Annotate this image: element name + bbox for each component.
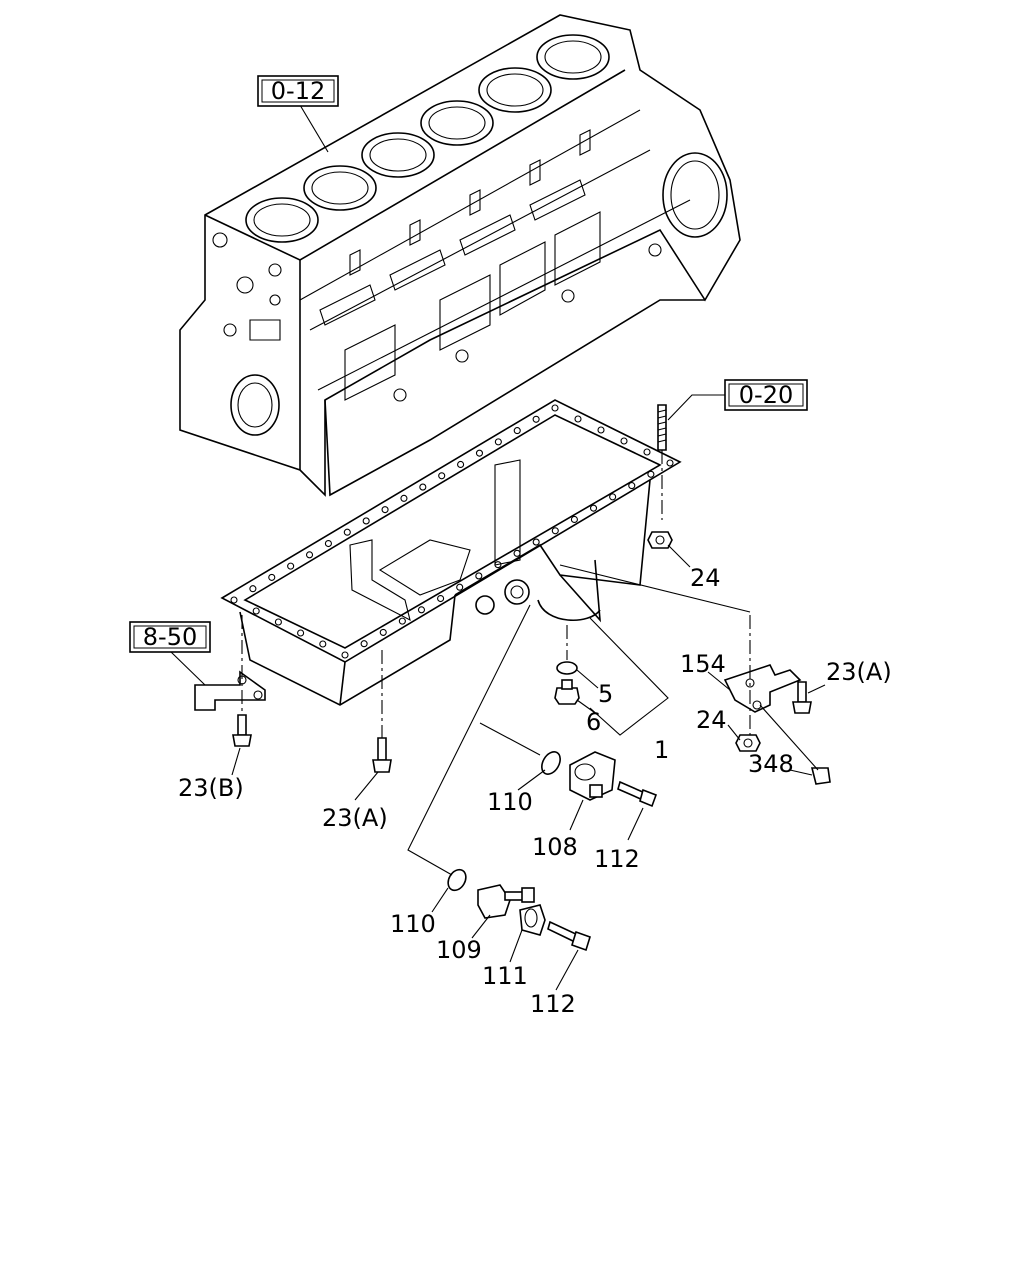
flange-bolt-hole bbox=[628, 482, 636, 490]
callout-24-lower: 24 bbox=[696, 706, 727, 734]
callout-1: 1 bbox=[654, 736, 669, 764]
flange-bolt-hole bbox=[252, 607, 260, 615]
clip-leader bbox=[759, 704, 819, 771]
flange-bolt-hole bbox=[362, 517, 370, 525]
nut-24-lower bbox=[735, 734, 761, 752]
callouts: 24 154 23(A) 24 348 5 6 1 23(B) 23(A) 11… bbox=[178, 564, 892, 1018]
ref-box-block[interactable]: 0-12 bbox=[257, 75, 339, 107]
flange-bolt-hole bbox=[341, 651, 349, 659]
flange-bolt-hole bbox=[360, 640, 368, 648]
stud bbox=[657, 404, 667, 451]
flange-bolt-hole bbox=[305, 551, 314, 559]
flange-bolt-hole bbox=[597, 426, 605, 434]
flange-bolt-hole bbox=[513, 427, 521, 435]
leader-lines bbox=[169, 104, 826, 991]
flange-bolt-hole bbox=[249, 585, 257, 593]
flange-bolt-hole bbox=[230, 596, 238, 604]
ref-box-bracket[interactable]: 8-50 bbox=[129, 621, 211, 653]
callout-111: 111 bbox=[482, 962, 528, 990]
o-ring-110-upper bbox=[541, 751, 561, 775]
flange-bolt-hole bbox=[609, 493, 617, 501]
flange-bolt-hole bbox=[475, 449, 484, 457]
flange-bolt-hole bbox=[419, 483, 427, 491]
flange-bolt-hole bbox=[398, 617, 406, 625]
callout-6: 6 bbox=[586, 708, 601, 736]
flange-bolt-hole bbox=[551, 404, 559, 412]
callout-24-upper: 24 bbox=[690, 564, 721, 592]
flange-bolt-hole bbox=[274, 618, 282, 626]
callout-112-lower: 112 bbox=[530, 990, 576, 1018]
callout-108: 108 bbox=[532, 833, 578, 861]
bolt-23a-left bbox=[372, 737, 392, 773]
flange-bolt-hole bbox=[457, 460, 465, 469]
ref-box-stud[interactable]: 0-20 bbox=[724, 379, 808, 411]
bolt-23b bbox=[232, 714, 252, 747]
flange-bolt-hole bbox=[268, 573, 276, 581]
flange-bolt-hole bbox=[319, 640, 327, 648]
callout-110-upper: 110 bbox=[487, 788, 533, 816]
flange-bolt-hole bbox=[513, 549, 521, 557]
callout-23b: 23(B) bbox=[178, 774, 244, 802]
flange-bolt-hole bbox=[437, 594, 445, 603]
flange-bolt-hole bbox=[574, 415, 582, 423]
flange-bolt-hole bbox=[324, 539, 332, 548]
clip-348 bbox=[810, 767, 831, 785]
sensor-109 bbox=[477, 884, 535, 919]
flange-bolt-hole bbox=[532, 415, 540, 423]
flange-bolt-hole bbox=[532, 538, 540, 546]
flange-bolt-hole bbox=[647, 470, 655, 478]
flange-bolt-hole bbox=[438, 472, 446, 480]
flange-bolt-hole bbox=[494, 438, 502, 446]
ref-stud-label: 0-20 bbox=[739, 381, 793, 409]
ref-block-label: 0-12 bbox=[271, 77, 325, 105]
callout-348: 348 bbox=[748, 750, 794, 778]
flange-bolt-hole bbox=[494, 561, 502, 569]
callout-110-lower: 110 bbox=[390, 910, 436, 938]
bracket-8-50 bbox=[194, 670, 266, 711]
bolt-23a-right bbox=[792, 681, 812, 714]
oil-cooler-adapter-108 bbox=[569, 751, 616, 801]
callout-23a-right: 23(A) bbox=[826, 658, 892, 686]
flange-bolt-hole bbox=[343, 528, 351, 536]
engine-block bbox=[179, 14, 741, 497]
callout-109: 109 bbox=[436, 936, 482, 964]
callout-23a-left: 23(A) bbox=[322, 804, 388, 832]
oil-pan bbox=[220, 399, 682, 706]
flange-bolt-hole bbox=[456, 583, 464, 591]
flange-bolt-hole bbox=[381, 506, 389, 514]
flange-bolt-hole bbox=[287, 562, 295, 570]
flange-bolt-hole bbox=[379, 628, 387, 636]
clamp-111 bbox=[519, 904, 546, 936]
flange-bolt-hole bbox=[297, 629, 305, 637]
bracket-154 bbox=[723, 664, 802, 713]
flange-bolt-hole bbox=[551, 527, 559, 535]
callout-112-upper: 112 bbox=[594, 845, 640, 873]
drain-plug-6 bbox=[554, 679, 580, 705]
flange-bolt-hole bbox=[666, 459, 674, 467]
flange-bolt-hole bbox=[475, 572, 483, 580]
nut-24-upper bbox=[647, 531, 673, 549]
o-ring-110-lower bbox=[447, 868, 467, 892]
bolt-112-lower bbox=[547, 920, 591, 952]
flange-bolt-hole bbox=[643, 448, 651, 456]
flange-bolt-holes bbox=[230, 404, 674, 659]
callout-5: 5 bbox=[598, 680, 613, 708]
bolt-112-upper bbox=[617, 780, 658, 808]
ref-bracket-label: 8-50 bbox=[143, 623, 197, 651]
flange-bolt-hole bbox=[589, 504, 598, 512]
callout-154: 154 bbox=[680, 650, 726, 678]
flange-bolt-hole bbox=[400, 494, 408, 502]
flange-bolt-hole bbox=[620, 437, 628, 445]
flange-bolt-hole bbox=[570, 515, 578, 524]
o-ring-5 bbox=[556, 661, 578, 675]
flange-bolt-hole bbox=[417, 606, 426, 614]
